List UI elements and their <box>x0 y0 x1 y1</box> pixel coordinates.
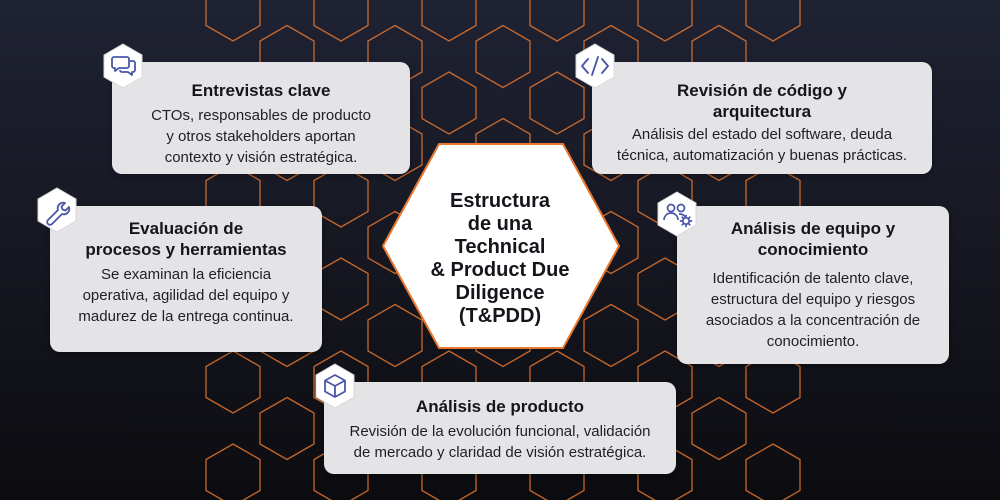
lattice-hexagon <box>421 71 477 135</box>
card-text-line: contexto y visión estratégica. <box>164 149 358 166</box>
lattice-hexagon <box>583 303 639 368</box>
center-title-line: Estructura <box>449 190 551 212</box>
card-text-line: estructura del equipo y riesgos <box>710 291 916 308</box>
lattice-hexagon <box>313 257 369 321</box>
center-title-line: (T&PDD) <box>458 305 542 327</box>
wrench-icon <box>37 187 77 233</box>
lattice-hexagon <box>367 303 423 368</box>
card-text-line: Identificación de talento clave, <box>712 270 914 287</box>
card-title-line: procesos y herramientas <box>85 240 287 259</box>
center-title-line: de una Technical <box>454 213 546 258</box>
chat-bubbles-icon <box>103 43 143 89</box>
card-title-line: Análisis de equipo y <box>730 219 896 238</box>
card-title: Entrevistas clave <box>191 81 331 100</box>
card-text: Identificación de talento clave, estruct… <box>677 268 949 352</box>
card-title: Análisis de producto <box>415 397 585 416</box>
card-analisis-equipo: Análisis de equipo y conocimiento Identi… <box>677 206 949 364</box>
lattice-hexagon <box>745 0 801 42</box>
card-title-line: Evaluación de <box>128 219 244 238</box>
card-text-line: de mercado y claridad de visión estratég… <box>353 444 647 461</box>
team-gear-icon <box>657 191 697 237</box>
card-text-line: Análisis del estado del software, deuda <box>631 126 893 143</box>
center-title: Estructura de una Technical & Product Du… <box>420 190 580 327</box>
card-analisis-producto: Análisis de producto Revisión de la evol… <box>324 382 676 474</box>
lattice-hexagon <box>313 164 369 228</box>
card-title: Evaluación de procesos y herramientas <box>50 218 322 260</box>
card-revision-codigo: Revisión de código y arquitectura Anális… <box>592 62 932 174</box>
lattice-hexagon <box>637 0 693 42</box>
card-text-line: asociados a la concentración de <box>705 312 921 329</box>
card-text-line: técnica, automatización y buenas práctic… <box>616 147 908 164</box>
card-title: Revisión de código y arquitectura <box>592 80 932 122</box>
card-entrevistas-clave: Entrevistas clave CTOs, responsables de … <box>112 62 410 174</box>
lattice-hexagon <box>745 443 801 500</box>
lattice-hexagon <box>259 396 315 461</box>
card-text-line: CTOs, responsables de producto <box>151 107 371 124</box>
lattice-hexagon <box>745 350 801 414</box>
card-text-line: operativa, agilidad del equipo y <box>82 287 290 304</box>
lattice-hexagon <box>475 24 531 89</box>
center-title-line: Diligence <box>455 282 545 304</box>
card-text-line: Se examinan la eficiencia <box>100 266 272 283</box>
card-text-line: y otros stakeholders aportan <box>166 128 356 145</box>
center-title-line: & Product Due <box>430 259 570 281</box>
card-text: Se examinan la eficiencia operativa, agi… <box>50 264 322 327</box>
lattice-hexagon <box>313 0 369 42</box>
card-text-line: madurez de la entrega continua. <box>78 308 294 325</box>
lattice-hexagon <box>205 350 261 414</box>
lattice-hexagon <box>691 396 747 461</box>
lattice-hexagon <box>529 71 585 135</box>
card-text: Análisis del estado del software, deuda … <box>592 124 932 166</box>
lattice-hexagon <box>529 0 585 42</box>
lattice-hexagon <box>205 0 261 42</box>
card-text-line: Revisión de la evolución funcional, vali… <box>349 423 651 440</box>
card-title-line: arquitectura <box>712 102 812 121</box>
card-text: Revisión de la evolución funcional, vali… <box>324 421 676 463</box>
center-hexagon <box>382 143 620 349</box>
code-brackets-icon <box>575 43 615 89</box>
lattice-hexagon <box>205 443 261 500</box>
card-title-line: conocimiento <box>757 240 869 259</box>
cube-icon <box>315 363 355 409</box>
card-evaluacion-procesos: Evaluación de procesos y herramientas Se… <box>50 206 322 352</box>
card-text-line: conocimiento. <box>766 333 860 350</box>
card-text: CTOs, responsables de producto y otros s… <box>112 105 410 168</box>
lattice-hexagon <box>421 0 477 42</box>
card-title-line: Revisión de código y <box>676 81 848 100</box>
card-title: Análisis de equipo y conocimiento <box>677 218 949 260</box>
